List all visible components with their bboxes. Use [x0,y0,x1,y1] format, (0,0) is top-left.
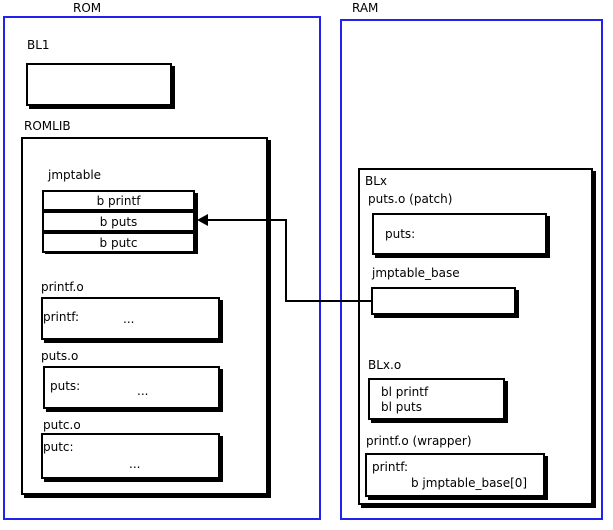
putc-symbol: putc: [43,440,74,454]
putc-o-box: putc: ... [41,433,220,479]
putc-ellipsis: ... [129,457,141,471]
printf-wrapper-box: printf: b jmptable_base[0] [365,453,545,497]
rom-region [3,16,321,520]
bl1-box [26,63,172,106]
blx-o-label: BLx.o [368,358,402,372]
jmptable-label: jmptable [48,168,102,182]
puts-patch-label: puts.o (patch) [368,192,453,206]
connector-segment-horizontal-top [206,219,287,221]
connector-segment-horizontal-bottom [285,300,373,302]
blx-o-line1: bl printf [381,385,429,399]
blx-o-box: bl printf bl puts [368,378,505,420]
jmptable-row-putc: b putc [42,232,195,253]
blx-label: BLx [365,174,388,188]
puts-o-box: puts: ... [43,366,220,409]
bl1-label: BL1 [27,38,50,52]
jmptable-base-label: jmptable_base [372,266,460,280]
connector-arrowhead-icon [197,214,208,226]
ram-region-label: RAM [352,1,379,15]
romlib-label: ROMLIB [24,119,71,133]
printf-ellipsis: ... [123,312,135,326]
printf-symbol: printf: [43,310,80,324]
printf-o-label: printf.o [41,280,84,294]
printf-wrapper-instruction: b jmptable_base[0] [411,476,528,490]
printf-o-box: printf: ... [41,297,220,340]
putc-o-label: putc.o [43,418,81,432]
blx-o-line2: bl puts [381,400,422,414]
jmptable-row-printf: b printf [42,190,195,211]
puts-patch-box: puts: [372,213,547,255]
printf-wrapper-symbol: printf: [372,460,409,474]
printf-wrapper-label: printf.o (wrapper) [366,434,472,448]
puts-patch-symbol: puts: [385,227,416,241]
jmptable-base-box [371,287,516,315]
jmptable-row-puts: b puts [42,211,195,232]
puts-symbol: puts: [50,379,81,393]
connector-segment-vertical [285,219,287,302]
puts-o-label: puts.o [41,349,79,363]
ram-region [340,19,603,520]
puts-ellipsis: ... [137,384,149,398]
rom-region-label: ROM [73,1,102,15]
